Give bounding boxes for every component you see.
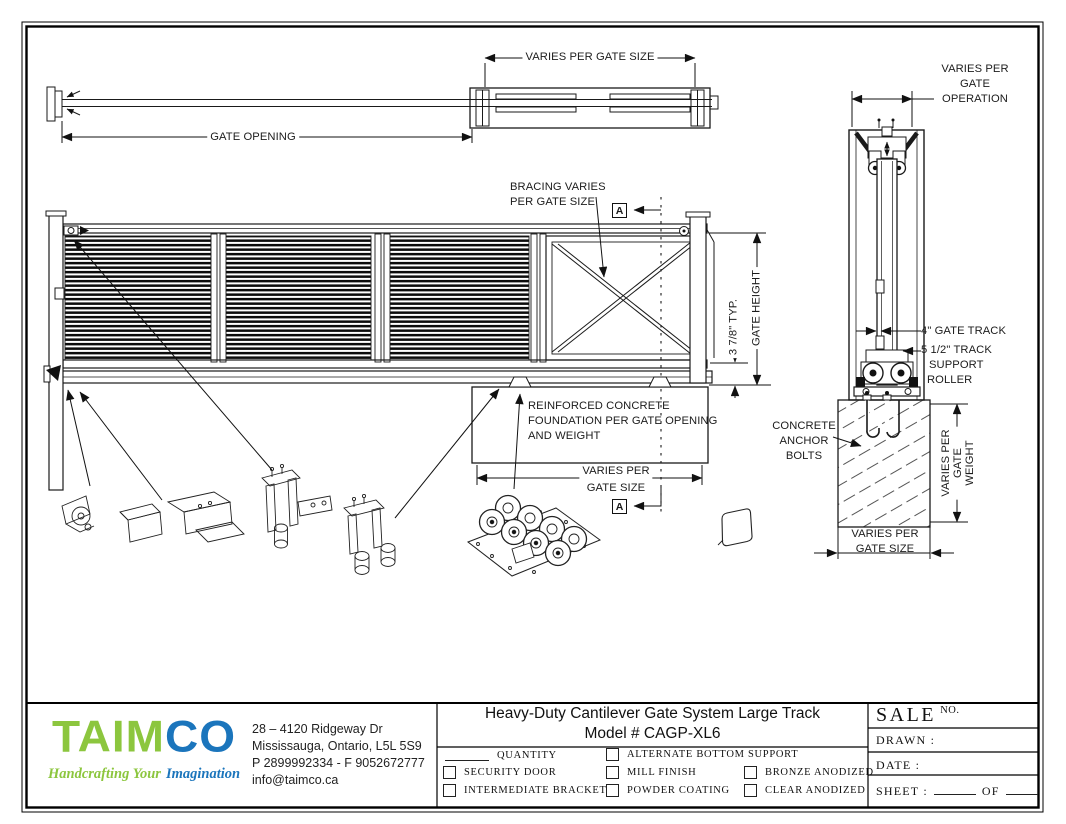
powder-coating-label: POWDER COATING [627, 785, 730, 796]
dim-label-operation-line1: VARIES PER [941, 63, 1009, 75]
section-marker-a-bottom: A [612, 499, 627, 514]
note-bracing-line2: PER GATE SIZE [510, 196, 596, 208]
tagline-part2: Imagination [165, 766, 241, 782]
cap-plate-detail [717, 508, 753, 547]
note-foundation-line3: AND WEIGHT [528, 430, 601, 442]
option-quantity: QUANTITY [445, 750, 557, 761]
quantity-label: QUANTITY [497, 750, 557, 761]
address-line2: Mississauga, Ontario, L5L 5S9 [252, 739, 422, 753]
title-block-grid [26, 702, 1039, 808]
note-anchor-line2: ANCHOR [779, 435, 829, 447]
top-plan-view [46, 86, 719, 129]
tagline-part1: Handcrafting Your [48, 766, 161, 782]
double-roller-bracket-detail [343, 493, 396, 575]
option-mill-finish: MILL FINISH [606, 766, 696, 779]
note-anchor-line3: BOLTS [785, 450, 823, 462]
bronze-anodized-label: BRONZE ANODIZED [765, 767, 874, 778]
dim-label-operation-line2: GATE [959, 78, 991, 90]
checkbox-security-door [443, 766, 456, 779]
dim-label-gate-weight-line2: GATE [952, 447, 964, 479]
date-field: DATE : [876, 758, 921, 772]
note-roller-line1: 5 1/2" TRACK [921, 344, 992, 356]
address-line4: info@taimco.ca [252, 773, 339, 787]
note-roller-line3: ROLLER [927, 374, 973, 386]
dim-label-gate-weight-line1: VARIES PER [940, 429, 952, 497]
dim-label-operation-line3: OPERATION [942, 93, 1008, 105]
note-foundation-line1: REINFORCED CONCRETE [528, 400, 670, 412]
logo-text-green: TAIM [52, 711, 166, 761]
dim-label-varies-elev-line2: GATE SIZE [583, 481, 649, 496]
dim-label-varies-per-gate-size-top: VARIES PER GATE SIZE [522, 50, 658, 65]
logo-text-blue: CO [165, 711, 237, 761]
drawn-field: DRAWN : [876, 733, 936, 747]
option-alternate-bottom-support: ALTERNATE BOTTOM SUPPORT [606, 748, 798, 761]
checkbox-mill-finish [606, 766, 619, 779]
dim-label-varies-section-line1: VARIES PER [851, 528, 919, 540]
option-bronze-anodized: BRONZE ANODIZED [744, 766, 874, 779]
security-door-label: SECURITY DOOR [464, 767, 557, 778]
section-marker-a-top: A [612, 203, 627, 218]
gate-elevation-view [43, 197, 715, 513]
company-logo: TAIMCO [52, 712, 236, 760]
section-view [837, 118, 931, 528]
note-gate-track: 4" GATE TRACK [921, 325, 1007, 337]
sheet-border [21, 21, 1044, 813]
sale-label: SALE [876, 704, 936, 726]
dim-label-gate-weight-line3: WEIGHT [964, 440, 976, 486]
dim-label-varies-elev-line1: VARIES PER [579, 464, 653, 479]
roller-arm-bracket-detail [261, 463, 333, 549]
sheet-field: SHEET : OF [876, 784, 1038, 799]
checkbox-alternate-bottom-support [606, 748, 619, 761]
dim-label-gate-opening: GATE OPENING [207, 130, 299, 145]
mill-finish-label: MILL FINISH [627, 767, 697, 778]
clear-anodized-label: CLEAR ANODIZED [765, 785, 866, 796]
intermediate-bracket-label: INTERMEDIATE BRACKET [464, 785, 607, 796]
sheet-label: SHEET : [876, 784, 928, 798]
dim-label-gate-height: GATE HEIGHT [749, 266, 765, 350]
hardware-details [61, 463, 753, 577]
checkbox-powder-coating [606, 784, 619, 797]
drawing-model-number: Model # CAGP-XL6 [584, 725, 721, 742]
checkbox-bronze-anodized [744, 766, 757, 779]
drawing-title: Heavy-Duty Cantilever Gate System Large … [484, 705, 821, 722]
option-clear-anodized: CLEAR ANODIZED [744, 784, 866, 797]
note-anchor-line1: CONCRETE [772, 420, 836, 432]
box-bracket-detail [119, 491, 245, 543]
option-intermediate-bracket: INTERMEDIATE BRACKET [443, 784, 607, 797]
truck-assembly-detail [466, 494, 602, 577]
address-line1: 28 – 4120 Ridgeway Dr [252, 722, 383, 736]
option-powder-coating: POWDER COATING [606, 784, 730, 797]
dim-label-varies-section-line2: GATE SIZE [855, 543, 915, 555]
checkbox-clear-anodized [744, 784, 757, 797]
sheet-of-label: OF [981, 784, 1000, 798]
note-foundation-line2: FOUNDATION PER GATE OPENING [528, 415, 718, 427]
note-roller-line2: SUPPORT [929, 359, 984, 371]
sheet-total-blank [1005, 784, 1038, 795]
address-line3: P 2899992334 - F 9052672777 [252, 756, 425, 770]
option-security-door: SECURITY DOOR [443, 766, 556, 779]
guide-roller-detail [61, 495, 95, 533]
dim-label-typ: 3 7/8" TYP. [726, 295, 742, 359]
checkbox-intermediate-bracket [443, 784, 456, 797]
alternate-bottom-support-label: ALTERNATE BOTTOM SUPPORT [627, 749, 799, 760]
sheet-number-blank [933, 784, 976, 795]
quantity-blank-line [445, 750, 489, 761]
sale-no-field: SALE NO. [876, 704, 960, 727]
sale-no-label: NO. [940, 705, 960, 716]
note-bracing-line1: BRACING VARIES [510, 181, 606, 193]
